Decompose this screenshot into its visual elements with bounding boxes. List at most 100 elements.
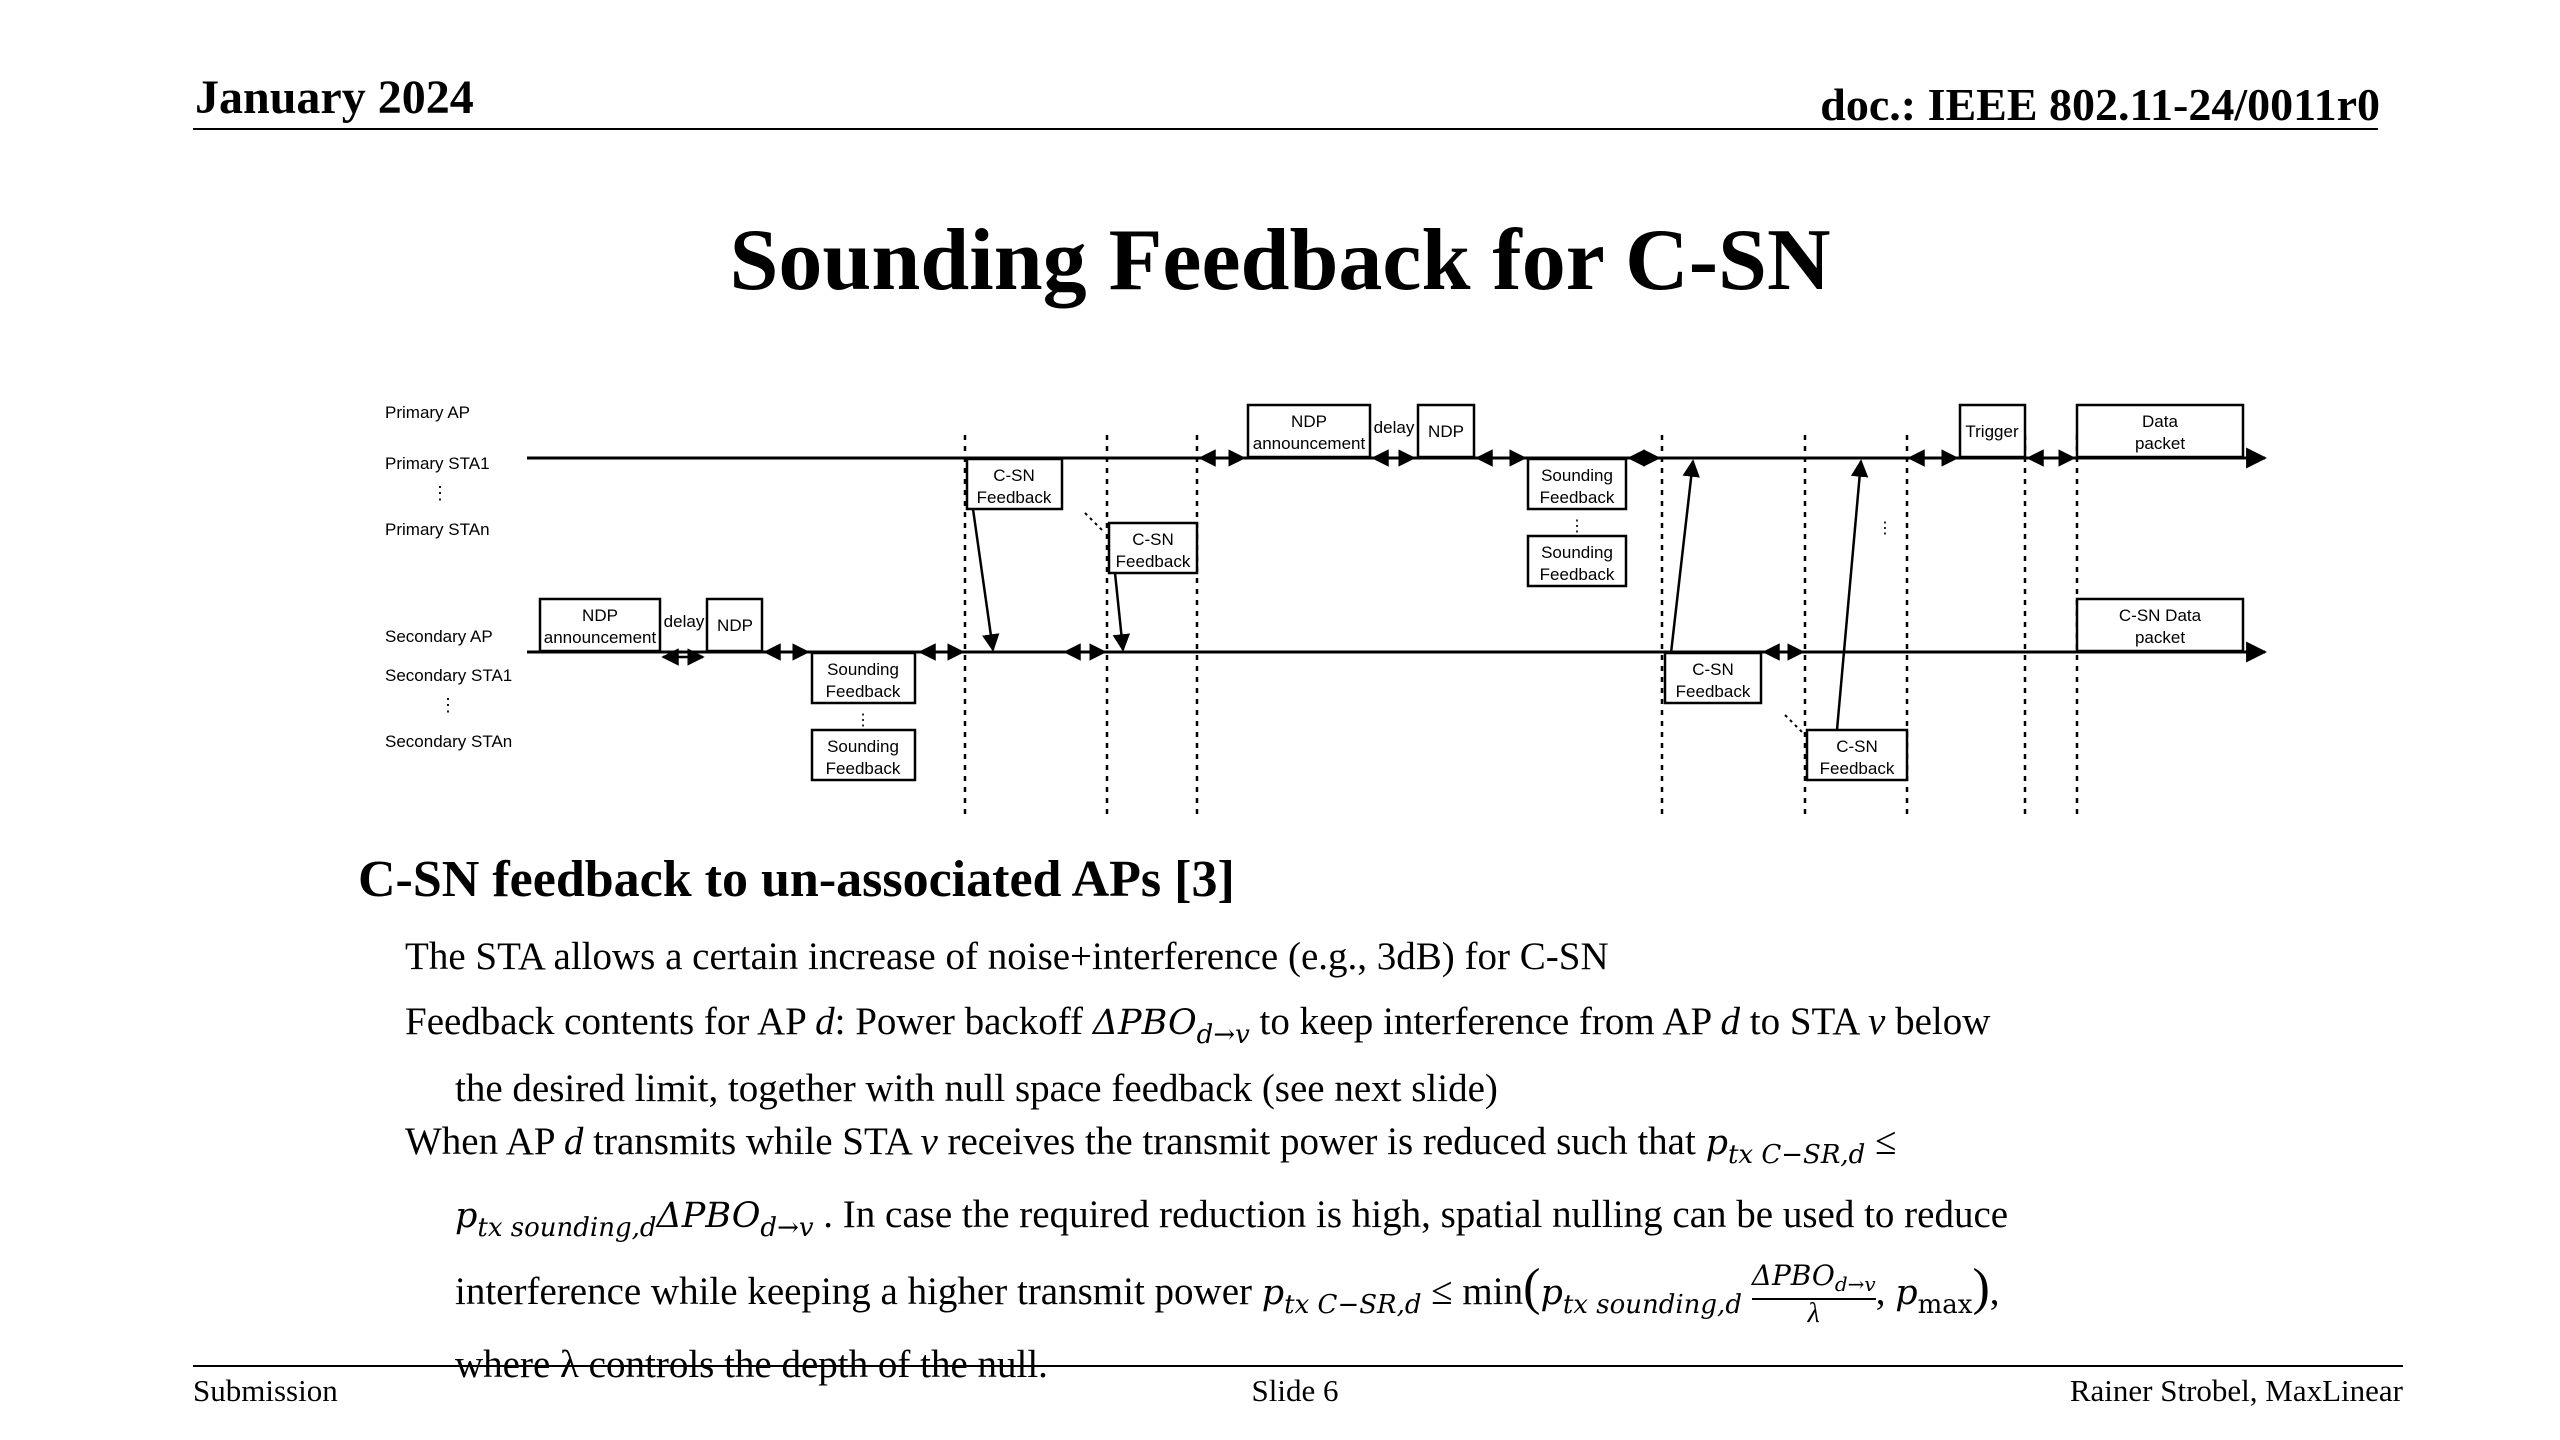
text-span: interference while keeping a higher tran… [455, 1270, 1262, 1313]
text-span: transmits while STA [583, 1120, 921, 1163]
data-packet-box [2075, 403, 2245, 459]
primary-ndp-announcement-box [1246, 403, 1372, 459]
header-doc-id: doc.: IEEE 802.11-24/0011r0 [1820, 79, 2380, 130]
label-secondary-ap: Secondary AP [385, 627, 493, 646]
header-rule [193, 128, 2378, 130]
gap-arrows [661, 449, 2076, 666]
math-subscript: d→v [1834, 1272, 1876, 1297]
math-var: d [563, 1120, 584, 1163]
paren: ( [1523, 1259, 1541, 1316]
label-secondary-sta1: Secondary STA1 [385, 666, 512, 685]
math-var: d [815, 1000, 835, 1043]
box-label: delay [1374, 418, 1415, 437]
math-var: λ [1807, 1298, 1820, 1330]
math-var: p [455, 1196, 478, 1236]
box-label: NDP [1428, 422, 1464, 441]
ellipsis-dots: ⋮ [431, 483, 449, 503]
box-label: announcement [544, 628, 657, 647]
math-subscript: d→v [760, 1213, 814, 1243]
ellipsis-dots: ⋮ [1877, 520, 1893, 537]
text-span: below [1885, 1000, 1991, 1043]
box-label: Sounding [1541, 543, 1613, 562]
math-subscript: tx C−SR,d [1284, 1290, 1422, 1320]
math-var: p [1895, 1273, 1918, 1313]
box-label: packet [2135, 628, 2185, 647]
box-label: Feedback [1820, 759, 1895, 778]
math-var: v [920, 1120, 938, 1163]
text-span: : Power backoff [834, 1000, 1093, 1043]
label-primary-sta1: Primary STA1 [385, 454, 490, 473]
text-span: to keep interference from AP [1249, 1000, 1721, 1043]
text-span: ≤ min [1421, 1270, 1524, 1313]
ellipsis-dots: ⋮ [1569, 518, 1585, 535]
box-label: Sounding [1541, 466, 1613, 485]
footer-author: Rainer Strobel, MaxLinear [2069, 1373, 2403, 1408]
box-label: Trigger [1965, 422, 2019, 441]
section-heading: C-SN feedback to un-associated APs [3] [358, 851, 1235, 908]
footer-rule [193, 1365, 2403, 1367]
box-label: delay [664, 612, 705, 631]
csn-data-packet-box [2075, 597, 2245, 653]
box-label: Feedback [1540, 488, 1615, 507]
primary-sounding-feedback-box [1526, 534, 1628, 588]
box-label: NDP [582, 606, 618, 625]
text-span: . In case the required reduction is high… [813, 1193, 2009, 1236]
box-label: packet [2135, 434, 2185, 453]
box-label: Feedback [977, 488, 1052, 507]
secondary-csn-feedback-box [1663, 651, 1763, 705]
primary-ndp-box [1416, 403, 1476, 459]
bullet-1: The STA allows a certain increase of noi… [405, 935, 1609, 978]
math-subscript: max [1917, 1290, 1973, 1320]
label-primary-ap: Primary AP [385, 403, 470, 422]
bullet-2: Feedback contents for AP d: Power backof… [405, 995, 2305, 1116]
math-var: p [1540, 1273, 1563, 1313]
box-label: C-SN Data [2119, 606, 2202, 625]
math-var: ΔPBO [1092, 1003, 1197, 1043]
box-label: Data [2142, 412, 2178, 431]
bullet-3: When AP d transmits while STA v receives… [405, 1112, 2305, 1395]
box-label: C-SN [1836, 737, 1878, 756]
dotted-connectors [1084, 512, 1804, 734]
ellipsis-dots: ⋮ [855, 712, 871, 729]
header-date: January 2024 [195, 71, 474, 124]
math-subscript: tx C−SR,d [1727, 1140, 1866, 1170]
box-label: Sounding [827, 737, 899, 756]
footer-slide-number: Slide 6 [1251, 1373, 1339, 1408]
secondary-ndp-box [705, 597, 764, 653]
math-var: p [1261, 1273, 1285, 1313]
footer-submission: Submission [193, 1373, 338, 1408]
math-subscript: d→v [1196, 1020, 1250, 1050]
text-span: to STA [1740, 1000, 1869, 1043]
label-primary-stan: Primary STAn [385, 520, 490, 539]
math-var: p [1705, 1123, 1728, 1163]
secondary-ndp-announcement-box [538, 597, 662, 653]
text-span: receives the transmit power is reduced s… [937, 1120, 1706, 1163]
box-label: C-SN [993, 466, 1035, 485]
math-var: ΔPBO [1751, 1259, 1835, 1293]
text-span: the desired limit, together with null sp… [455, 1067, 1498, 1110]
label-secondary-stan: Secondary STAn [385, 732, 512, 751]
primary-csn-feedback-box [1107, 521, 1199, 575]
primary-sounding-feedback-box [1526, 457, 1628, 511]
primary-csn-feedback-box [965, 457, 1064, 511]
csn-feedback-arrows [971, 459, 1869, 731]
box-label: announcement [1253, 434, 1366, 453]
math-subscript: tx sounding,d [1562, 1290, 1742, 1320]
text-span: where λ controls the depth of the null. [455, 1343, 1048, 1386]
math-var: ΔPBO [656, 1196, 761, 1236]
box-label: NDP [1291, 412, 1327, 431]
text-span: ≤ [1865, 1120, 1897, 1163]
fraction: ΔPBOd→v λ [1751, 1259, 1876, 1330]
secondary-csn-feedback-box [1805, 728, 1909, 782]
box-label: Feedback [826, 682, 901, 701]
secondary-sounding-feedback-box [810, 728, 917, 782]
box-label: Feedback [1540, 565, 1615, 584]
secondary-sounding-feedback-box [810, 651, 917, 705]
math-var: d [1720, 1000, 1741, 1043]
math-var: v [1868, 1000, 1886, 1043]
trigger-box [1958, 403, 2027, 459]
box-label: Feedback [1116, 552, 1191, 571]
box-label: Sounding [827, 660, 899, 679]
ellipsis-dots: ⋮ [439, 695, 457, 715]
text-span: When AP [405, 1120, 564, 1163]
